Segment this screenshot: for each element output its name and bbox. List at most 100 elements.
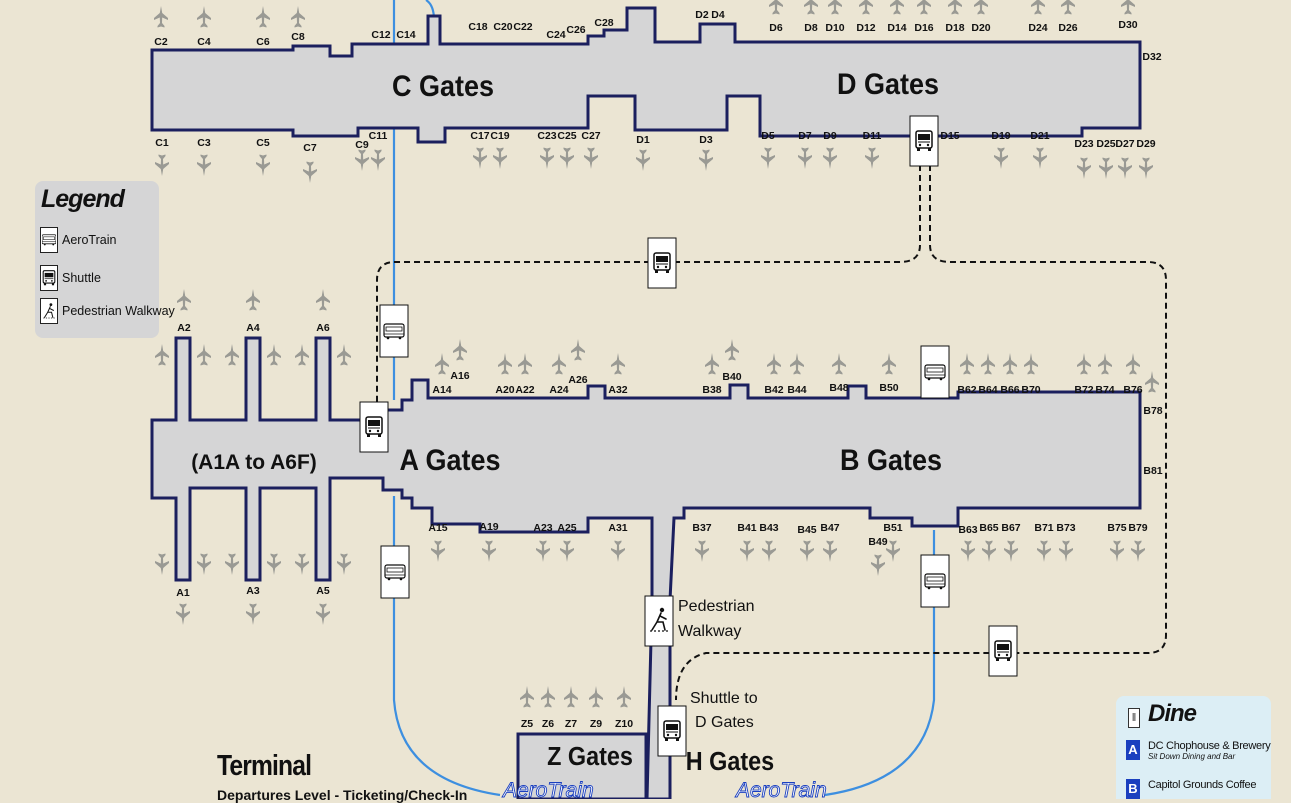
aircraft-icon bbox=[295, 553, 309, 575]
aircraft-icon bbox=[948, 0, 962, 15]
aircraft-icon bbox=[1033, 147, 1047, 169]
aircraft-icon bbox=[917, 0, 931, 15]
aircraft-icon bbox=[498, 353, 512, 375]
aircraft-icon bbox=[337, 553, 351, 575]
aircraft-icon bbox=[981, 353, 995, 375]
aerotrain-stop-c-icon[interactable] bbox=[379, 304, 409, 358]
gate-c19-label: C19 bbox=[490, 130, 509, 142]
aircraft-icon bbox=[197, 154, 211, 176]
gate-d32-label: D32 bbox=[1142, 51, 1161, 63]
gate-a24-label: A24 bbox=[549, 384, 568, 396]
aerotrain-stop-b2-icon[interactable] bbox=[920, 554, 950, 608]
gate-d9-label: D9 bbox=[823, 130, 837, 142]
shuttle-stop-d-icon[interactable] bbox=[909, 115, 939, 167]
pedestrian-icon bbox=[40, 298, 58, 324]
walkway-label-1: Pedestrian bbox=[678, 598, 755, 615]
gate-a5-label: A5 bbox=[316, 585, 330, 597]
gate-d6-label: D6 bbox=[769, 22, 783, 34]
aircraft-icon bbox=[1126, 353, 1140, 375]
aircraft-icon bbox=[1004, 540, 1018, 562]
concourse-z-label: Z Gates bbox=[547, 743, 633, 771]
gate-a19-label: A19 bbox=[479, 521, 498, 533]
dine-name: DC Chophouse & Brewery bbox=[1148, 740, 1271, 752]
gate-d8-label: D8 bbox=[804, 22, 818, 34]
legend-item-aerotrain: AeroTrain bbox=[40, 226, 116, 254]
aircraft-icon bbox=[536, 540, 550, 562]
pedestrian-walkway-icon[interactable] bbox=[644, 595, 674, 647]
legend-item-shuttle: Shuttle bbox=[40, 264, 101, 292]
gate-b38-label: B38 bbox=[702, 384, 721, 396]
gate-c27-label: C27 bbox=[581, 130, 600, 142]
aircraft-icon bbox=[1121, 0, 1135, 15]
aerotrain-stop-b-icon[interactable] bbox=[920, 345, 950, 399]
gate-z6-label: Z6 bbox=[542, 718, 554, 730]
gate-c12-label: C12 bbox=[371, 29, 390, 41]
gate-d26-label: D26 bbox=[1058, 22, 1077, 34]
aircraft-icon bbox=[974, 0, 988, 15]
gate-b71-label: B71 bbox=[1034, 522, 1053, 534]
gate-a2-label: A2 bbox=[177, 322, 191, 334]
gate-b41-label: B41 bbox=[737, 522, 756, 534]
dine-item-a[interactable]: A DC Chophouse & Brewery Sit Down Dining… bbox=[1126, 740, 1271, 761]
shuttle-stop-b-icon[interactable] bbox=[988, 625, 1018, 677]
aircraft-icon bbox=[518, 353, 532, 375]
gate-b76-label: B76 bbox=[1123, 384, 1142, 396]
gate-d3-label: D3 bbox=[699, 134, 713, 146]
aircraft-icon bbox=[1077, 353, 1091, 375]
gate-a3-label: A3 bbox=[246, 585, 260, 597]
dine-letter: B bbox=[1126, 779, 1140, 799]
aerotrain-brand-left: AeroTrain bbox=[501, 779, 594, 799]
gate-b78-label: B78 bbox=[1143, 405, 1162, 417]
aircraft-icon bbox=[636, 149, 650, 171]
dine-item-b[interactable]: B Capitol Grounds Coffee bbox=[1126, 779, 1256, 799]
aerotrain-stop-a-icon[interactable] bbox=[380, 545, 410, 599]
gate-b79-label: B79 bbox=[1128, 522, 1147, 534]
aerotrain-icon bbox=[40, 227, 58, 253]
terminal-title: Terminal bbox=[217, 750, 312, 782]
gate-c20-label: C20 bbox=[493, 21, 512, 33]
gate-c8-label: C8 bbox=[291, 31, 305, 43]
gate-c11-label: C11 bbox=[369, 130, 388, 142]
gate-b37-label: B37 bbox=[692, 522, 711, 534]
shuttle-stop-mid-icon[interactable] bbox=[647, 237, 677, 289]
aircraft-icon bbox=[246, 603, 260, 625]
gate-d11-label: D11 bbox=[863, 130, 882, 142]
gate-b64-label: B64 bbox=[978, 384, 997, 396]
gate-d25-label: D25 bbox=[1096, 138, 1115, 150]
legend-item-pedestrian: Pedestrian Walkway bbox=[40, 297, 175, 325]
gate-c4-label: C4 bbox=[197, 36, 211, 48]
legend-item-label: Shuttle bbox=[62, 271, 101, 285]
aircraft-icon bbox=[1061, 0, 1075, 15]
aircraft-icon bbox=[960, 353, 974, 375]
aircraft-icon bbox=[584, 147, 598, 169]
aircraft-icon bbox=[871, 554, 885, 576]
dine-letter: A bbox=[1126, 740, 1140, 760]
gate-d19-label: D19 bbox=[991, 130, 1010, 142]
gate-a31-label: A31 bbox=[608, 522, 627, 534]
aircraft-icon bbox=[725, 339, 739, 361]
aircraft-icon bbox=[767, 353, 781, 375]
gate-d15-label: D15 bbox=[940, 130, 959, 142]
aircraft-icon bbox=[435, 353, 449, 375]
gate-b81-label: B81 bbox=[1143, 465, 1162, 477]
gate-a25-label: A25 bbox=[557, 522, 576, 534]
aircraft-icon bbox=[540, 147, 554, 169]
gate-b74-label: B74 bbox=[1095, 384, 1114, 396]
gate-c2-label: C2 bbox=[154, 36, 168, 48]
concourse-d-label: D Gates bbox=[837, 68, 939, 102]
aircraft-icon bbox=[1031, 0, 1045, 15]
gate-d16-label: D16 bbox=[914, 22, 933, 34]
aircraft-icon bbox=[303, 161, 317, 183]
aircraft-icon bbox=[790, 353, 804, 375]
aircraft-icon bbox=[256, 154, 270, 176]
gate-b47-label: B47 bbox=[820, 522, 839, 534]
aircraft-icon bbox=[611, 353, 625, 375]
gate-c6-label: C6 bbox=[256, 36, 270, 48]
shuttle-stop-h-icon[interactable] bbox=[657, 705, 687, 757]
gate-b43-label: B43 bbox=[759, 522, 778, 534]
concourse-b-label: B Gates bbox=[840, 444, 942, 478]
shuttle-stop-a-icon[interactable] bbox=[359, 401, 389, 453]
aircraft-icon bbox=[1118, 157, 1132, 179]
